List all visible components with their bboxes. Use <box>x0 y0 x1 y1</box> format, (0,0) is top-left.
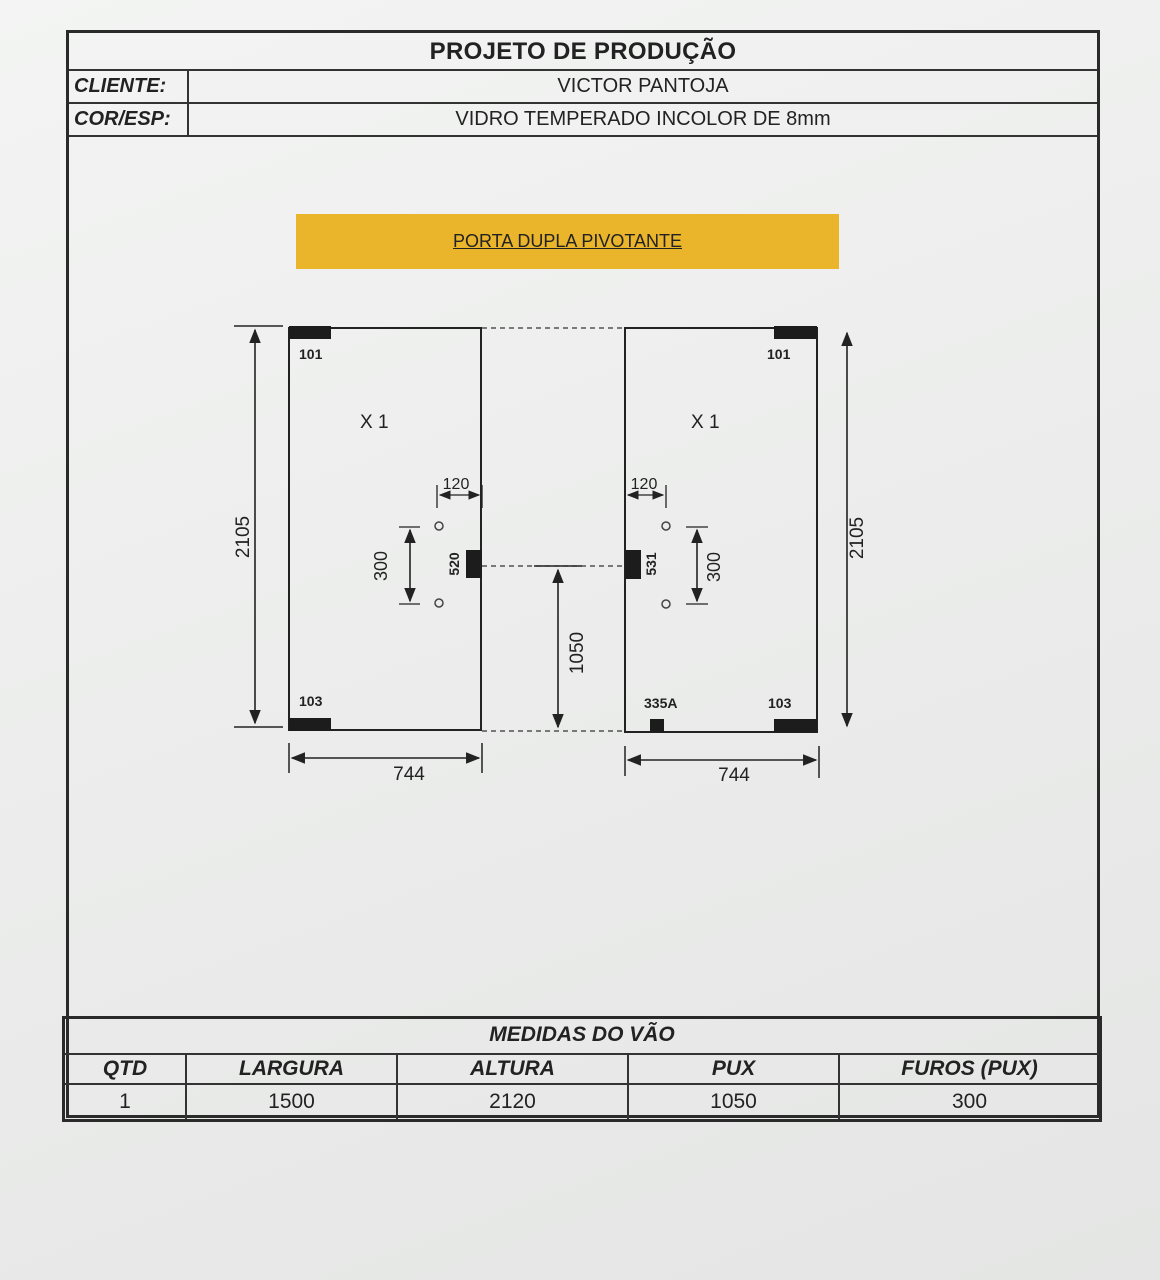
left-handle-hole-top <box>434 521 444 531</box>
left-width-dimension: 744 <box>393 764 425 785</box>
right-bottom-pivot-fitting <box>774 719 817 732</box>
left-bottom-fitting-code: 103 <box>299 693 323 709</box>
title-row: PROJETO DE PRODUÇÃO <box>69 33 1097 71</box>
material-value: VIDRO TEMPERADO INCOLOR DE 8mm <box>455 108 831 130</box>
left-top-pivot-fitting <box>289 326 331 339</box>
right-handle-hole-top <box>661 521 671 531</box>
value-largura: 1500 <box>187 1085 398 1119</box>
left-lock-code: 520 <box>446 552 462 576</box>
client-row: CLIENTE: VICTOR PANTOJA <box>69 71 1097 104</box>
material-label: COR/ESP: <box>69 104 189 135</box>
value-pux: 1050 <box>629 1085 840 1119</box>
value-furos: 300 <box>951 1090 988 1113</box>
measurements-table: MEDIDAS DO VÃO QTD LARGURA ALTURA PUX FU… <box>62 1016 1102 1122</box>
left-lock-fitting <box>466 550 482 578</box>
right-lock-fitting <box>625 550 641 579</box>
right-width-dimension: 744 <box>718 765 750 786</box>
right-bottom-fitting-code: 103 <box>768 695 792 711</box>
right-handle-hole-bottom <box>661 599 671 609</box>
right-quantity-label: X 1 <box>691 412 720 433</box>
page-title: PROJETO DE PRODUÇÃO <box>429 38 737 65</box>
right-lock-code: 531 <box>643 552 659 576</box>
left-top-fitting-code: 101 <box>299 346 323 362</box>
left-quantity-label: X 1 <box>360 412 389 433</box>
left-height-dimension: 2105 <box>233 516 254 558</box>
right-top-fitting-code: 101 <box>767 346 791 362</box>
left-glass-panel <box>288 327 482 731</box>
col-header-largura: LARGURA <box>187 1053 398 1085</box>
right-hole-spacing-dimension: 300 <box>704 552 724 582</box>
right-height-dimension: 2105 <box>847 517 868 559</box>
right-top-pivot-fitting <box>774 326 817 339</box>
material-row: COR/ESP: VIDRO TEMPERADO INCOLOR DE 8mm <box>69 104 1097 137</box>
client-label: CLIENTE: <box>69 71 189 102</box>
measurements-title: MEDIDAS DO VÃO <box>65 1019 1099 1055</box>
project-type-label: PORTA DUPLA PIVOTANTE <box>452 231 683 251</box>
project-type-banner: PORTA DUPLA PIVOTANTE <box>296 214 839 269</box>
col-header-qtd: QTD <box>65 1053 187 1085</box>
right-floor-lock-fitting <box>650 719 664 732</box>
right-glass-panel <box>624 327 818 733</box>
door-drawing: 101 103 X 1 520 2105 744 120 300 1050 10… <box>233 325 868 786</box>
col-header-pux: PUX <box>629 1053 840 1085</box>
production-sheet: PROJETO DE PRODUÇÃO CLIENTE: VICTOR PANT… <box>66 30 1100 1118</box>
right-hole-offset-dimension: 120 <box>631 476 658 493</box>
handle-height-dimension: 1050 <box>567 632 588 674</box>
col-header-altura: ALTURA <box>398 1053 629 1085</box>
left-handle-hole-bottom <box>434 598 444 608</box>
client-value: VICTOR PANTOJA <box>557 75 729 97</box>
value-altura: 2120 <box>398 1085 629 1119</box>
left-hole-offset-dimension: 120 <box>443 476 470 493</box>
right-floor-lock-code: 335A <box>644 695 677 711</box>
value-qtd: 1 <box>65 1085 187 1119</box>
col-header-furos: FUROS (PUX) <box>840 1053 1099 1085</box>
left-bottom-pivot-fitting <box>289 718 331 731</box>
left-hole-spacing-dimension: 300 <box>371 551 391 581</box>
